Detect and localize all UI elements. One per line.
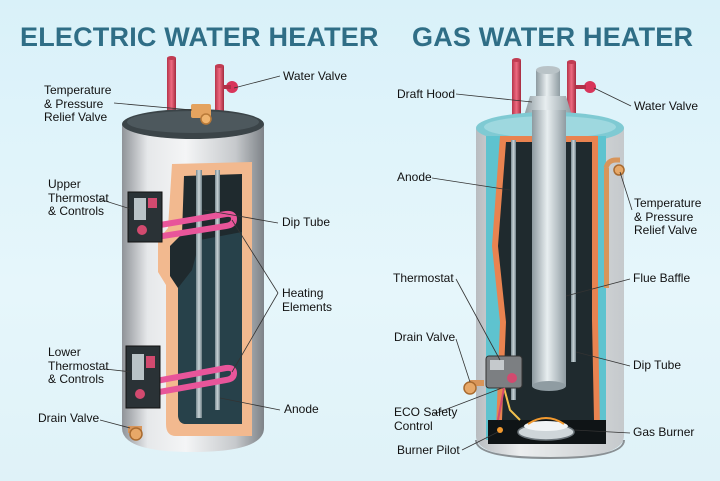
label-electric-anode: Anode: [284, 402, 319, 416]
gas-leader-lines: [431, 87, 633, 451]
electric-title: ELECTRIC WATER HEATER: [20, 22, 379, 52]
label-gas-gas-burner: Gas Burner: [633, 425, 695, 439]
gas-drain-valve-icon: [463, 381, 477, 395]
label-gas-burner-pilot: Burner Pilot: [397, 443, 460, 457]
electric-cold-pipe: [167, 58, 176, 114]
electric-hot-pipe: [215, 66, 224, 114]
gas-flue-baffle: [532, 110, 566, 386]
gas-anode: [511, 140, 516, 400]
label-electric-heating-elements: Heating Elements: [282, 286, 333, 314]
label-gas-draft-hood: Draft Hood: [397, 87, 456, 101]
label-gas-anode: Anode: [397, 170, 432, 184]
label-electric-water-valve: Water Valve: [283, 69, 348, 83]
gas-dip-tube: [571, 140, 576, 362]
label-electric-temp-pressure: Temperature & Pressure Relief Valve: [44, 83, 112, 124]
label-gas-dip-tube: Dip Tube: [633, 358, 682, 372]
label-gas-thermostat: Thermostat: [393, 271, 454, 285]
electric-anode: [215, 170, 220, 410]
electric-upper-element: [139, 210, 238, 241]
label-electric-upper-thermostat: Upper Thermostat & Controls: [48, 177, 109, 218]
label-gas-drain-valve: Drain Valve: [394, 330, 456, 344]
label-electric-dip-tube: Dip Tube: [282, 215, 331, 229]
label-electric-drain-valve: Drain Valve: [38, 411, 100, 425]
electric-lower-element: [137, 364, 238, 397]
label-electric-lower-thermostat: Lower Thermostat & Controls: [48, 345, 109, 386]
label-gas-temp-pressure: Temperature & Pressure Relief Valve: [634, 196, 702, 237]
gas-water-valve-icon: [584, 81, 596, 93]
gas-pilot-icon: [497, 427, 503, 433]
electric-heater: [98, 56, 281, 452]
gas-tp-pipe: [604, 168, 609, 288]
electric-dip-tube: [196, 170, 202, 418]
gas-tp-valve-icon: [613, 164, 625, 176]
gas-hot-pipe: [567, 62, 576, 122]
gas-heater: [431, 58, 633, 460]
gas-draft-hood: [536, 70, 560, 96]
electric-leader-lines: [98, 75, 281, 429]
electric-water-valve-icon: [226, 81, 238, 93]
gas-cold-pipe: [512, 60, 521, 122]
gas-title: GAS WATER HEATER: [412, 22, 694, 52]
label-gas-water-valve: Water Valve: [634, 99, 699, 113]
label-gas-eco-safety: ECO Safety Control: [394, 405, 458, 433]
label-gas-flue-baffle: Flue Baffle: [633, 271, 691, 285]
